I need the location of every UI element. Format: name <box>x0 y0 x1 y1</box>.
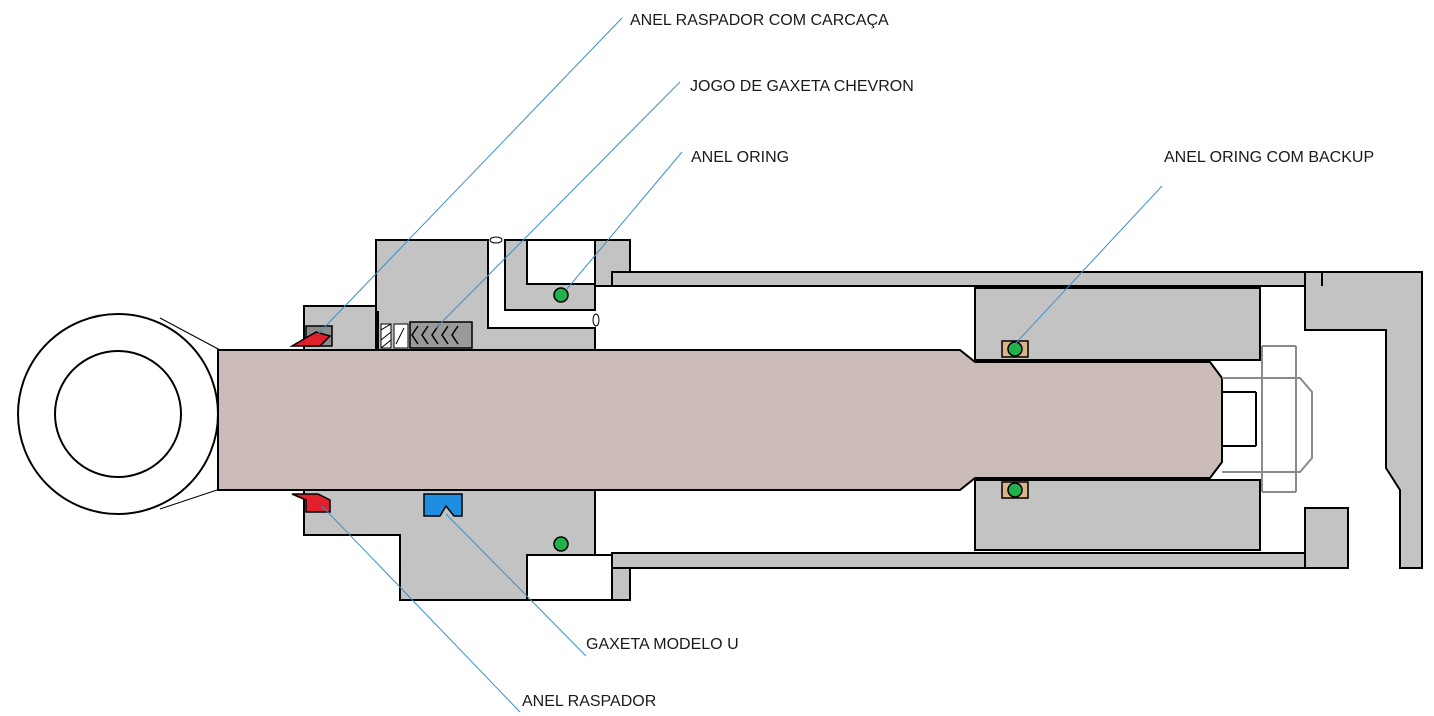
leader-lines <box>317 17 1163 713</box>
leader-jogo-de-gaxeta-chevron <box>435 81 681 329</box>
label-jogo-de-gaxeta-chevron: JOGO DE GAXETA CHEVRON <box>690 78 914 95</box>
leader-anel-raspador-com-carcaca <box>317 17 623 335</box>
oring-gland-upper <box>553 287 569 303</box>
rod-eye <box>17 313 221 515</box>
oring-with-backup <box>1001 340 1029 499</box>
leader-anel-oring <box>565 151 683 291</box>
leader-gaxeta-modelo-u <box>445 513 587 657</box>
label-anel-raspador: ANEL RASPADOR <box>522 693 656 710</box>
leader-anel-oring-com-backup <box>1014 185 1163 345</box>
piston <box>974 287 1261 551</box>
oring-gland-lower <box>553 536 569 552</box>
end-cap <box>1304 271 1423 569</box>
u-cup-seal <box>423 493 463 517</box>
o-rings <box>553 287 569 552</box>
wiper-with-housing <box>289 325 333 347</box>
label-gaxeta-modelo-u: GAXETA MODELO U <box>586 636 739 653</box>
chevron-packing-set <box>380 321 473 349</box>
wiper <box>291 493 331 513</box>
cylinder-barrel <box>611 271 1423 569</box>
lock-nut <box>1222 345 1313 493</box>
label-anel-oring-com-backup: ANEL ORING COM BACKUP <box>1164 149 1374 166</box>
leader-anel-raspador <box>321 505 521 713</box>
label-anel-oring: ANEL ORING <box>691 149 789 166</box>
piston-rod <box>217 349 1223 491</box>
gland-housing <box>303 236 631 601</box>
label-anel-raspador-com-carcaca: ANEL RASPADOR COM CARCAÇA <box>630 12 889 29</box>
